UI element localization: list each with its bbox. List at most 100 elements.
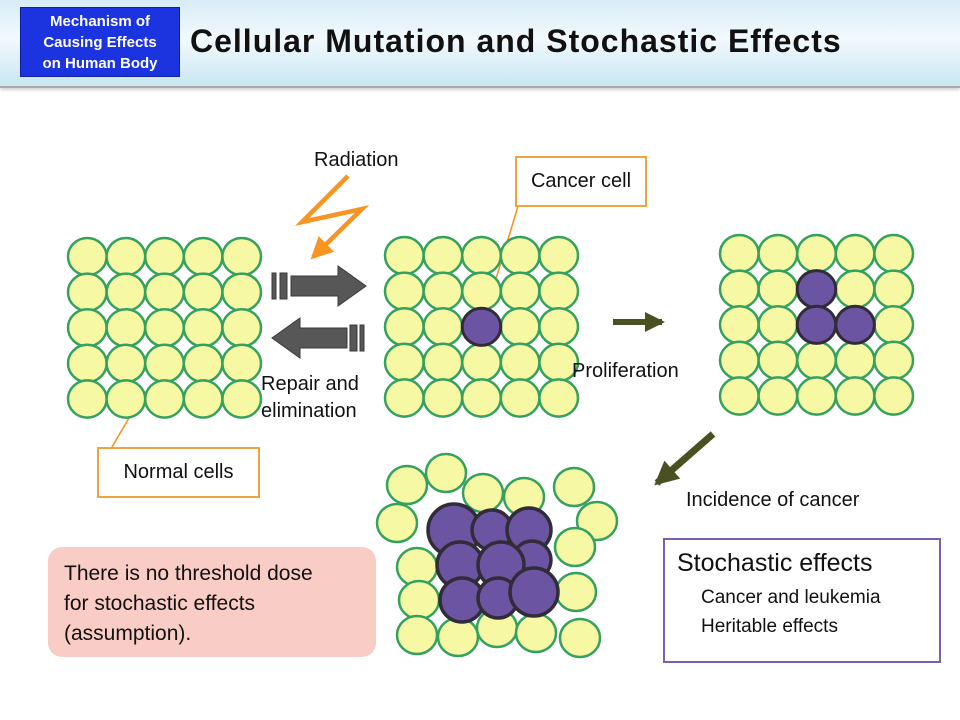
normal-cell [397, 579, 441, 621]
normal-cell [182, 272, 224, 313]
normal-cell [499, 378, 541, 418]
normal-cell [873, 340, 915, 381]
normal-cell [143, 272, 186, 313]
normal-cells-label-box: Normal cells [97, 447, 260, 498]
normal-cell [375, 502, 419, 544]
normal-cell [105, 343, 147, 384]
repair-line: elimination [261, 400, 357, 422]
normal-cell [221, 379, 263, 419]
normal-cell [105, 236, 147, 277]
normal-cell [514, 612, 558, 654]
normal-cell [757, 269, 799, 310]
repair-line: Repair and [261, 373, 359, 395]
cell-grid-normal-tissue [66, 236, 263, 419]
incidence-of-cancer-label: Incidence of cancer [686, 489, 860, 511]
cancer-cell [834, 304, 876, 345]
incidence-arrow-icon [654, 431, 716, 486]
normal-cell [757, 304, 799, 345]
normal-cell [718, 376, 760, 416]
normal-cell [873, 269, 915, 310]
normal-cell [383, 271, 425, 312]
normal-cell [460, 271, 503, 312]
normal-cell [182, 236, 224, 277]
forward-arrow-icon [271, 265, 367, 307]
cell-grid-proliferating-cells [718, 233, 915, 416]
normal-cell [834, 340, 876, 381]
radiation-bolt-arrow-icon [294, 174, 370, 260]
normal-cell [757, 340, 799, 381]
repair-elimination-label: Repair and elimination [261, 371, 359, 425]
stochastic-effect-item: Heritable effects [701, 616, 838, 637]
normal-cell [383, 306, 425, 347]
normal-cell [538, 306, 580, 347]
cancer-cell [795, 269, 838, 310]
header-banner: Mechanism of Causing Effects on Human Bo… [0, 0, 960, 88]
badge-line: Causing Effects [43, 33, 157, 51]
normal-cell [873, 304, 915, 345]
normal-cell [66, 272, 108, 313]
normal-cell [221, 307, 263, 348]
normal-cell [461, 472, 505, 514]
stochastic-effects-box: Stochastic effects Cancer and leukemia H… [663, 538, 941, 663]
page-title: Cellular Mutation and Stochastic Effects [190, 23, 842, 59]
normal-cell [834, 269, 876, 310]
proliferation-label: Proliferation [572, 360, 679, 382]
repair-arrow-icon [271, 317, 365, 359]
normal-cell [795, 340, 838, 381]
normal-cell [460, 378, 503, 418]
normal-cell [383, 342, 425, 383]
normal-cell [436, 616, 480, 658]
normal-cell [422, 271, 464, 312]
tumor-cluster [375, 452, 619, 659]
normal-cell [718, 233, 760, 274]
normal-cell [143, 236, 186, 277]
normal-cell [499, 306, 541, 347]
note-line: for stochastic effects [64, 592, 256, 615]
note-line: There is no threshold dose [64, 562, 313, 585]
note-line: (assumption). [64, 622, 192, 645]
normal-cell [460, 235, 503, 276]
cancer-cell [795, 304, 838, 345]
normal-cell [221, 343, 263, 384]
normal-cell [718, 304, 760, 345]
badge-line: Mechanism of [49, 12, 151, 30]
cancer-cell [508, 566, 560, 618]
normal-cell [221, 272, 263, 313]
normal-cell [834, 233, 876, 274]
normal-cell [385, 464, 429, 506]
stochastic-effects-title: Stochastic effects [677, 549, 873, 577]
normal-cell [757, 376, 799, 416]
normal-cell [460, 342, 503, 383]
normal-cell [499, 342, 541, 383]
normal-cell [795, 233, 838, 274]
normal-cell [538, 235, 580, 276]
normal-cell [383, 378, 425, 418]
normal-cell [718, 269, 760, 310]
normal-cell [422, 306, 464, 347]
stochastic-effect-item: Cancer and leukemia [701, 587, 881, 608]
normal-cell [499, 235, 541, 276]
normal-cell [143, 343, 186, 384]
normal-cell [422, 342, 464, 383]
normal-cell [538, 271, 580, 312]
normal-cell [182, 307, 224, 348]
radiation-label: Radiation [314, 149, 399, 171]
normal-cell [424, 452, 468, 494]
normal-cell [66, 379, 108, 419]
normal-cell [873, 376, 915, 416]
normal-cell [558, 617, 602, 659]
normal-cell [105, 307, 147, 348]
normal-cell [554, 571, 598, 613]
normal-cell [182, 343, 224, 384]
normal-cell [422, 235, 464, 276]
no-threshold-note-box: There is no threshold dose for stochasti… [48, 547, 376, 657]
header-badge: Mechanism of Causing Effects on Human Bo… [20, 7, 180, 77]
normal-cell [795, 376, 838, 416]
normal-cell [422, 378, 464, 418]
normal-cell [834, 376, 876, 416]
normal-cell [221, 236, 263, 277]
badge-line: on Human Body [42, 54, 158, 72]
normal-cell [182, 379, 224, 419]
